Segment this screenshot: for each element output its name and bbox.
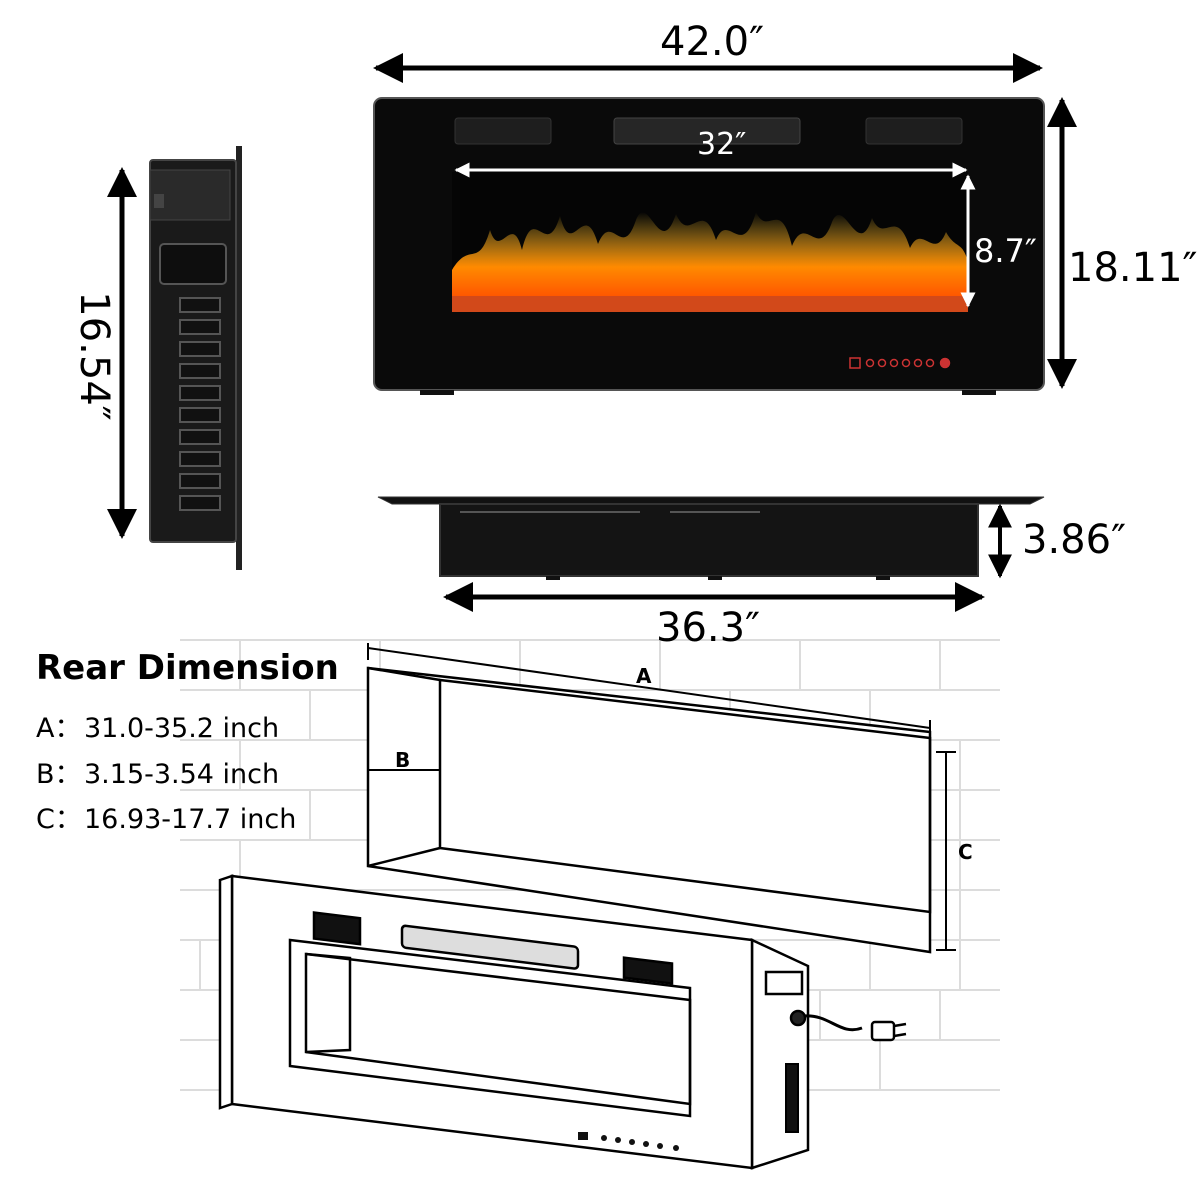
rear-item-key: A： <box>36 713 82 744</box>
bottom-width-label: 36.3″ <box>656 605 761 651</box>
flame-dimension-arrows <box>454 162 976 308</box>
flame-width-label: 32″ <box>697 127 747 162</box>
dimension-arrows <box>107 53 1077 612</box>
control-panel <box>849 357 951 369</box>
side-view <box>149 146 242 570</box>
side-vents <box>179 297 221 511</box>
depth-label: 3.86″ <box>1022 517 1127 563</box>
rear-dimension-item-a: A：31.0-35.2 inch <box>36 706 279 745</box>
rear-item-value: 16.93-17.7 inch <box>84 804 297 835</box>
flames <box>452 212 968 312</box>
overall-width-label: 42.0″ <box>660 19 765 65</box>
recess-drawing <box>366 643 956 954</box>
recess-label-a: A <box>636 664 652 688</box>
ember-bed <box>452 296 968 312</box>
rear-item-value: 3.15-3.54 inch <box>84 759 280 790</box>
rear-item-value: 31.0-35.2 inch <box>84 713 280 744</box>
right-speaker-grille <box>865 117 963 145</box>
rear-dimension-title: Rear Dimension <box>36 648 339 688</box>
recess-label-b: B <box>395 748 411 772</box>
rear-dimension-item-c: C：16.93-17.7 inch <box>36 797 296 836</box>
heater-vent <box>613 117 801 145</box>
overall-height-label: 18.11″ <box>1068 245 1198 291</box>
rear-item-key: B： <box>36 759 82 790</box>
recess-label-c: C <box>958 840 973 864</box>
side-height-label: 16.54″ <box>71 291 117 421</box>
top-view <box>377 496 1045 580</box>
rear-dimension-item-b: B：3.15-3.54 inch <box>36 752 279 791</box>
fireplace-drawing <box>218 874 907 1170</box>
left-speaker-grille <box>454 117 552 145</box>
flame-height-label: 8.7″ <box>974 232 1037 270</box>
rear-item-key: C： <box>36 804 82 835</box>
